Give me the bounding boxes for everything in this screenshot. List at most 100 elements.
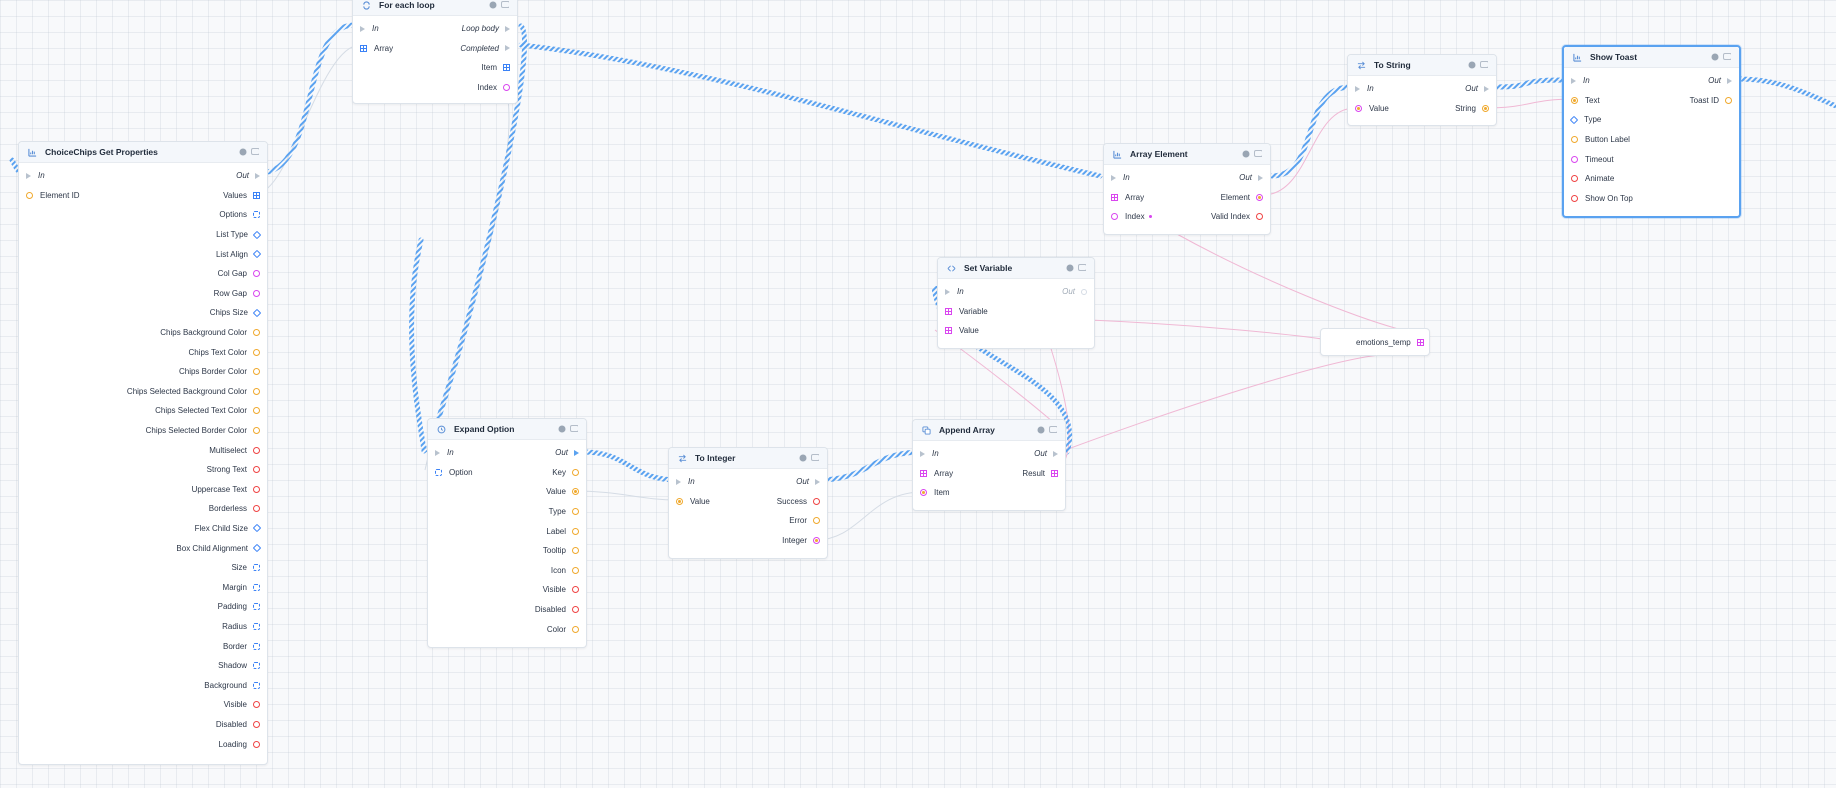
output-pin[interactable] bbox=[253, 583, 260, 591]
output-pin[interactable] bbox=[253, 211, 260, 219]
input-pin[interactable] bbox=[1571, 194, 1578, 202]
input-pin[interactable] bbox=[676, 497, 683, 505]
output-pin[interactable] bbox=[253, 662, 260, 670]
input-pin[interactable] bbox=[1569, 115, 1579, 125]
input-pin[interactable] bbox=[920, 489, 927, 497]
output-pin[interactable] bbox=[253, 387, 260, 395]
info-icon[interactable] bbox=[1242, 150, 1250, 158]
exec-out-pin[interactable] bbox=[1258, 174, 1263, 181]
output-pin[interactable] bbox=[813, 537, 820, 545]
output-pin[interactable] bbox=[572, 606, 579, 614]
input-pin[interactable] bbox=[26, 191, 33, 199]
exec-in-pin[interactable] bbox=[360, 25, 365, 32]
output-pin[interactable] bbox=[1725, 96, 1732, 104]
node-header[interactable]: To Integer bbox=[669, 448, 827, 469]
output-pin[interactable] bbox=[572, 547, 579, 555]
exec-out-pin[interactable] bbox=[1727, 77, 1732, 84]
output-pin[interactable] bbox=[253, 270, 260, 278]
input-pin[interactable] bbox=[945, 327, 952, 335]
exec-out-pin[interactable] bbox=[1484, 85, 1489, 92]
node-expand-option[interactable]: Expand Option In Out Option Key Value Ty… bbox=[427, 418, 587, 648]
output-pin[interactable] bbox=[572, 527, 579, 535]
node-choicechips-get-properties[interactable]: ChoiceChips Get Properties In Out Elemen… bbox=[18, 141, 268, 765]
exec-in-pin[interactable] bbox=[26, 172, 31, 179]
output-pin[interactable] bbox=[1051, 469, 1058, 477]
output-pin[interactable] bbox=[572, 625, 579, 633]
input-pin[interactable] bbox=[360, 44, 367, 52]
node-header[interactable]: ChoiceChips Get Properties bbox=[19, 142, 267, 163]
output-pin[interactable] bbox=[253, 603, 260, 611]
output-pin[interactable] bbox=[253, 348, 260, 356]
input-pin[interactable] bbox=[1571, 155, 1578, 163]
output-pin[interactable] bbox=[253, 191, 260, 199]
comment-icon[interactable] bbox=[1049, 426, 1057, 434]
input-pin[interactable] bbox=[435, 468, 442, 476]
comment-icon[interactable] bbox=[1723, 53, 1731, 61]
output-pin[interactable] bbox=[1256, 213, 1263, 221]
output-pin[interactable] bbox=[252, 524, 262, 533]
output-pin[interactable] bbox=[1256, 193, 1263, 201]
output-pin[interactable] bbox=[253, 681, 260, 689]
output-pin[interactable] bbox=[253, 740, 260, 748]
input-pin[interactable] bbox=[1571, 175, 1578, 183]
output-pin[interactable] bbox=[1482, 104, 1489, 112]
output-pin[interactable] bbox=[572, 468, 579, 476]
node-header[interactable]: Append Array bbox=[913, 420, 1065, 441]
comment-icon[interactable] bbox=[1480, 61, 1488, 69]
exec-in-pin[interactable] bbox=[945, 288, 950, 295]
output-pin[interactable] bbox=[813, 517, 820, 525]
exec-out-pin[interactable] bbox=[1081, 288, 1087, 295]
output-pin[interactable] bbox=[253, 720, 260, 728]
output-pin[interactable] bbox=[252, 308, 262, 318]
output-pin[interactable] bbox=[253, 329, 260, 337]
info-icon[interactable] bbox=[239, 148, 247, 156]
node-to-integer[interactable]: To Integer In Out Value Success Error In… bbox=[668, 447, 828, 559]
node-for-each-loop[interactable]: For each loop In Loop body Array Complet… bbox=[352, 0, 518, 104]
output-pin[interactable] bbox=[253, 622, 260, 630]
info-icon[interactable] bbox=[799, 454, 807, 462]
output-pin[interactable] bbox=[1416, 338, 1424, 346]
exec-in-pin[interactable] bbox=[1111, 174, 1116, 181]
output-pin[interactable] bbox=[572, 488, 579, 496]
output-pin[interactable] bbox=[253, 701, 260, 709]
output-pin[interactable] bbox=[253, 466, 260, 474]
node-header[interactable]: For each loop bbox=[353, 0, 517, 16]
info-icon[interactable] bbox=[1711, 53, 1719, 61]
node-variable-emotions-temp[interactable]: emotions_temp bbox=[1320, 328, 1430, 356]
comment-icon[interactable] bbox=[501, 1, 509, 9]
exec-in-pin[interactable] bbox=[435, 449, 440, 456]
exec-in-pin[interactable] bbox=[1355, 85, 1360, 92]
exec-out-pin[interactable] bbox=[255, 172, 260, 179]
exec-in-pin[interactable] bbox=[676, 478, 681, 485]
output-pin[interactable] bbox=[253, 505, 260, 513]
output-pin[interactable] bbox=[572, 586, 579, 594]
node-append-array[interactable]: Append Array In Out Array Result Item bbox=[912, 419, 1066, 511]
output-pin[interactable] bbox=[572, 508, 579, 516]
input-pin[interactable] bbox=[1571, 96, 1578, 104]
output-pin[interactable] bbox=[252, 543, 262, 553]
node-show-toast[interactable]: Show Toast In Out Text Toast ID Type But… bbox=[1562, 45, 1741, 218]
exec-in-pin[interactable] bbox=[920, 450, 925, 457]
input-pin[interactable] bbox=[1355, 104, 1362, 112]
output-pin[interactable] bbox=[253, 446, 260, 454]
node-header[interactable]: Array Element bbox=[1104, 144, 1270, 165]
output-pin[interactable] bbox=[252, 249, 262, 259]
node-to-string[interactable]: To String In Out Value String bbox=[1347, 54, 1497, 126]
comment-icon[interactable] bbox=[570, 425, 578, 433]
info-icon[interactable] bbox=[558, 425, 566, 433]
info-icon[interactable] bbox=[489, 1, 497, 9]
output-pin[interactable] bbox=[503, 64, 510, 72]
output-pin[interactable] bbox=[253, 289, 260, 297]
output-pin[interactable] bbox=[253, 407, 260, 415]
output-pin[interactable] bbox=[813, 497, 820, 505]
node-header[interactable]: Expand Option bbox=[428, 419, 586, 440]
exec-out-pin[interactable] bbox=[574, 449, 579, 456]
output-pin[interactable] bbox=[253, 427, 260, 435]
node-set-variable[interactable]: Set Variable In Out Variable Value bbox=[937, 257, 1095, 349]
node-array-element[interactable]: Array Element In Out Array Element Index… bbox=[1103, 143, 1271, 235]
node-header[interactable]: Show Toast bbox=[1564, 47, 1739, 68]
input-pin[interactable] bbox=[1111, 213, 1118, 221]
info-icon[interactable] bbox=[1468, 61, 1476, 69]
comment-icon[interactable] bbox=[811, 454, 819, 462]
exec-out-pin[interactable] bbox=[505, 45, 510, 52]
